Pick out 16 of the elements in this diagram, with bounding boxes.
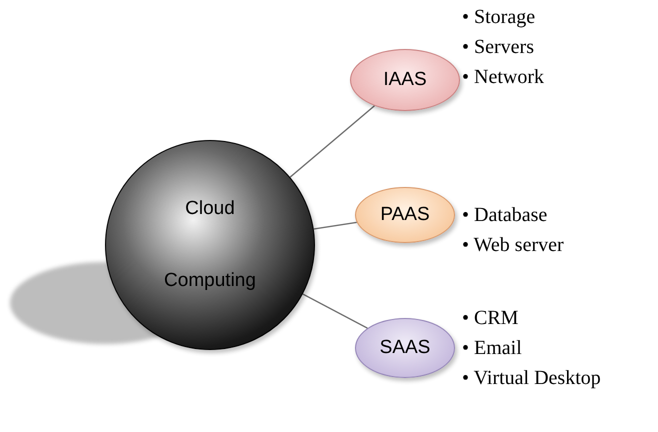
node-label: SAAS (380, 336, 430, 360)
bullet-item: • Network (462, 65, 544, 90)
ellipse-node (355, 318, 455, 378)
bullet-item: • Virtual Desktop (462, 366, 601, 391)
connector-line (290, 105, 375, 178)
bullet-item: • Storage (462, 5, 536, 30)
node-label: PAAS (380, 202, 430, 227)
bullet-item: • Email (462, 336, 523, 361)
bullet-item: • CRM (462, 306, 520, 331)
bullet-item: • Database (462, 203, 548, 228)
node-label: IAAS (383, 68, 427, 92)
node-label: Cloud Computing (163, 197, 257, 293)
connector-line (314, 222, 357, 230)
bullet-item: • Web server (462, 233, 564, 258)
connector-line (302, 293, 368, 329)
bullet-item: • Servers (462, 35, 535, 60)
